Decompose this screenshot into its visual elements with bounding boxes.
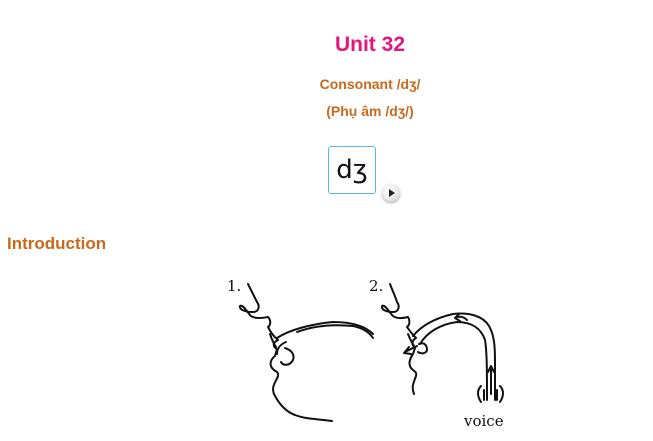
voice-label: voice [464,412,504,430]
play-icon [389,189,395,197]
unit-title: Unit 32 [334,33,405,56]
tongue-2 [419,321,488,401]
tongue-tip-1 [280,347,295,366]
palate-arch-2 [412,312,496,401]
mouth-diagram-drawing [238,283,504,422]
consonant-subtitle-vietnamese: (Phụ âm /dʒ/) [326,103,414,119]
airflow-arrow-2 [487,365,495,395]
consonant-subtitle: Consonant /dʒ/ [319,76,421,92]
face-profile-1 [238,283,333,422]
voice-box [477,385,504,403]
face-profile-2 [380,283,418,395]
phoneme-symbol: dʒ [336,155,368,185]
airflow-arrow-front [403,345,418,355]
tongue-tip-2 [417,342,428,355]
figure-label-1: 1. [227,277,242,295]
phoneme-symbol-box: dʒ [328,146,376,194]
tongue-1 [276,321,374,339]
introduction-heading: Introduction [7,234,107,253]
palate-1 [296,324,374,339]
teeth-1 [269,333,287,355]
airflow-arrow-top [454,313,468,322]
play-audio-button[interactable] [382,184,400,202]
teeth-2 [407,333,415,347]
figure-label-2: 2. [369,277,384,295]
mouth-position-diagram: 1. 2. voice [215,268,515,436]
